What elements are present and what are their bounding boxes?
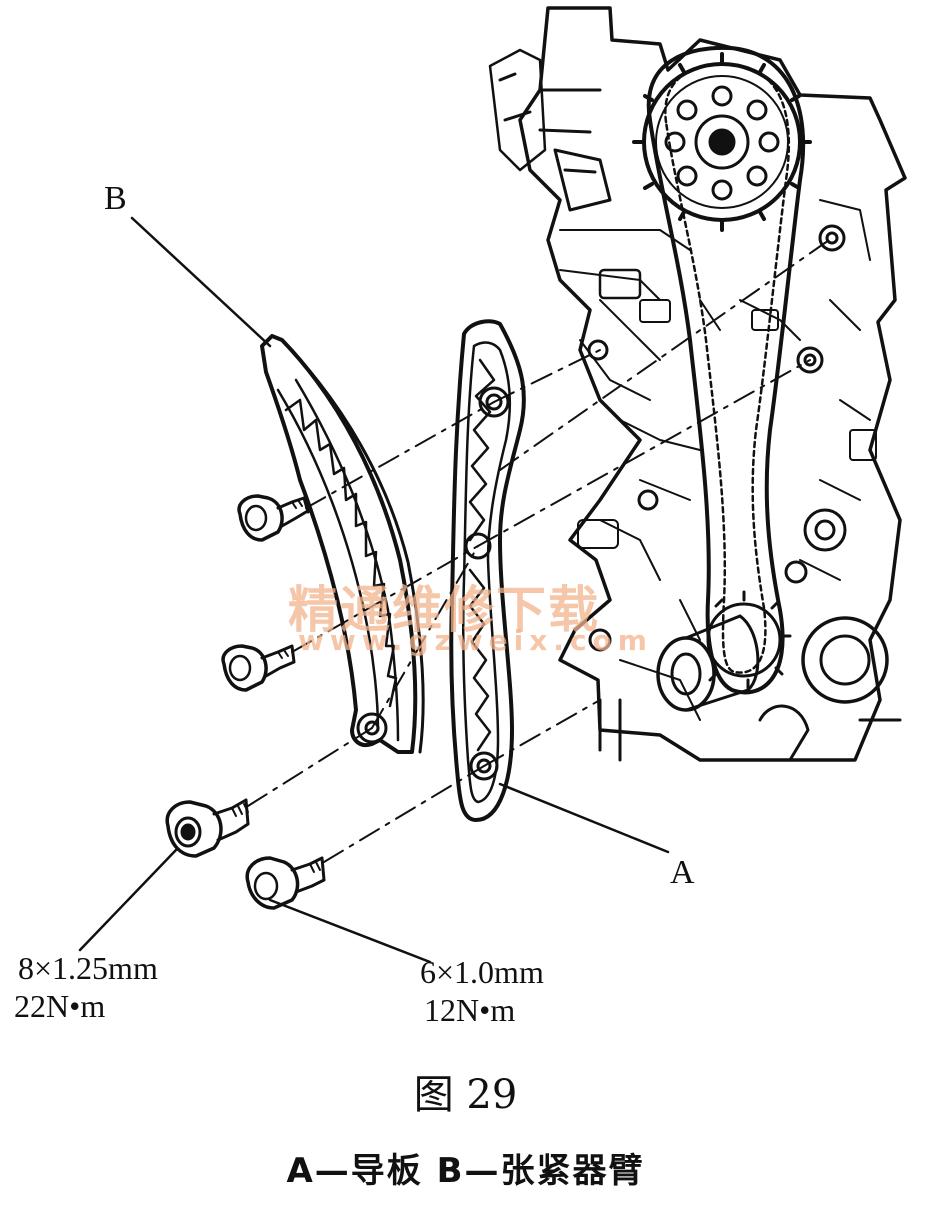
large-bolt-torque: 22N•m xyxy=(14,988,106,1024)
small-bolt-torque: 12N•m xyxy=(424,992,516,1028)
chain-icon xyxy=(646,45,806,695)
figure-legend: A—导板 B—张紧器臂 xyxy=(286,1151,645,1191)
bolt-icon xyxy=(221,644,296,692)
engine-block-icon xyxy=(488,6,907,762)
small-bolt-size: 6×1.0mm xyxy=(420,954,544,990)
tensioner-arm-b xyxy=(260,334,425,754)
label-guide-plate: A xyxy=(670,854,695,891)
bolt-icon xyxy=(237,494,310,542)
large-bolt-size: 8×1.25mm xyxy=(18,950,158,986)
label-tensioner-arm: B xyxy=(104,180,127,217)
figure-number: 图 29 xyxy=(413,1072,518,1118)
guide-plate-a xyxy=(449,319,526,822)
alignment-lines xyxy=(247,237,833,863)
bolt-icon xyxy=(245,856,326,910)
leader-lines xyxy=(78,216,670,964)
bolt-icon xyxy=(165,798,250,858)
